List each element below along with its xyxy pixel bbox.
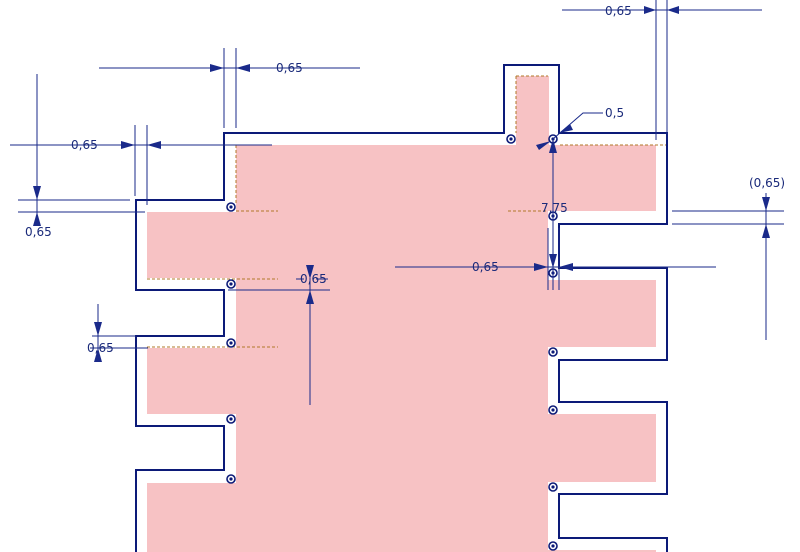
hidden-edges <box>147 75 666 348</box>
dimension-label: 0,65 <box>276 61 303 75</box>
dimension-top-left[interactable]: 0,65 <box>99 48 360 128</box>
node <box>548 482 558 492</box>
dimension-label: 7,75 <box>541 201 568 215</box>
node <box>548 405 558 415</box>
dimension-reference[interactable]: (0,65) <box>672 176 785 340</box>
node <box>226 338 236 348</box>
node <box>506 134 516 144</box>
dimension-label: 0,65 <box>605 4 632 18</box>
dimension-inner-vertical[interactable]: 0,65 <box>228 265 330 405</box>
dimension-label: 0,65 <box>300 272 327 286</box>
dimension-radius[interactable]: 0,5 <box>536 106 624 150</box>
dimension-middle-horizontal[interactable]: 0,65 <box>395 228 716 290</box>
dimension-left-lower[interactable]: 0,65 <box>87 304 148 362</box>
dimension-label: 0,65 <box>87 341 114 355</box>
node <box>548 541 558 551</box>
dimension-label: 0,65 <box>25 225 52 239</box>
dimension-left-vertical[interactable]: 0,65 <box>18 74 145 239</box>
dimension-left-offset[interactable]: 0,65 <box>10 125 272 205</box>
node <box>226 279 236 289</box>
node <box>226 474 236 484</box>
part-outline <box>135 64 668 552</box>
node <box>548 347 558 357</box>
dimension-label: 0,5 <box>605 106 624 120</box>
dimension-label: 0,65 <box>472 260 499 274</box>
dimension-center-height[interactable]: 7,75 <box>541 139 568 290</box>
dimension-label: (0,65) <box>749 176 785 190</box>
node <box>226 414 236 424</box>
dimension-label: 0,65 <box>71 138 98 152</box>
filled-region <box>147 76 656 552</box>
node <box>226 202 236 212</box>
dimension-top-right[interactable]: 0,65 <box>562 0 762 140</box>
